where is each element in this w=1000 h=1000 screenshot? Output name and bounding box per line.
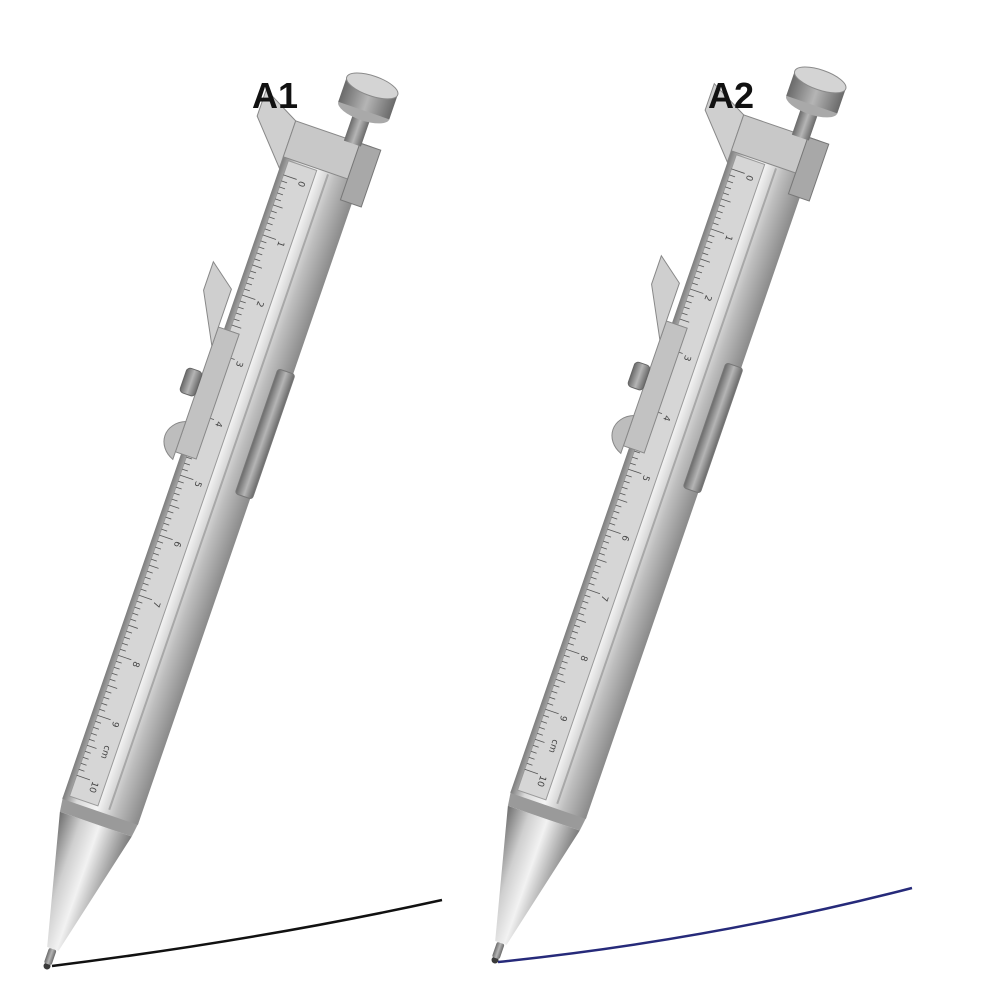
ink-stroke-a1 — [51, 898, 443, 968]
ink-stroke-a2 — [497, 886, 913, 964]
scale-number-a2: 7 — [598, 594, 609, 603]
scale-number-a2: 10 — [534, 774, 547, 788]
scale-number-a1: 10 — [86, 780, 99, 794]
pen-a2 — [419, 37, 852, 981]
scale-number-a1: 5 — [191, 480, 202, 489]
scale-number-a2: 0 — [743, 173, 754, 182]
scale-number-a1: 4 — [212, 420, 223, 429]
scale-number-a1: 9 — [109, 720, 120, 729]
pen-a1 — [0, 43, 404, 987]
variant-label-a2: A2 — [708, 75, 755, 116]
scale-unit-a1: cm — [98, 744, 112, 760]
scale-number-a2: 4 — [660, 414, 671, 423]
scale-unit-a2: cm — [546, 738, 560, 754]
scale-number-a2: 9 — [557, 714, 568, 723]
scale-numbers-a2: 0 1 2 3 4 5 6 7 8 9 10 cm — [534, 173, 754, 788]
scale-number-a2: 6 — [619, 534, 630, 543]
scale-number-a1: 0 — [295, 179, 306, 188]
scale-number-a1: 8 — [129, 660, 140, 669]
scale-number-a2: 2 — [701, 294, 712, 303]
scale-number-a1: 3 — [233, 360, 244, 369]
scale-number-a2: 3 — [681, 354, 692, 363]
variant-label-a1: A1 — [252, 75, 299, 116]
scale-number-a1: 2 — [253, 300, 264, 309]
scale-number-a2: 5 — [639, 474, 650, 483]
scale-number-a1: 1 — [274, 239, 285, 248]
scale-number-a1: 7 — [150, 600, 161, 609]
scale-number-a2: 8 — [577, 654, 588, 663]
scale-number-a2: 1 — [722, 233, 733, 242]
scale-number-a1: 6 — [171, 540, 182, 549]
scale-numbers-a1: 0 1 2 3 4 5 6 7 8 9 10 cm — [86, 179, 306, 794]
